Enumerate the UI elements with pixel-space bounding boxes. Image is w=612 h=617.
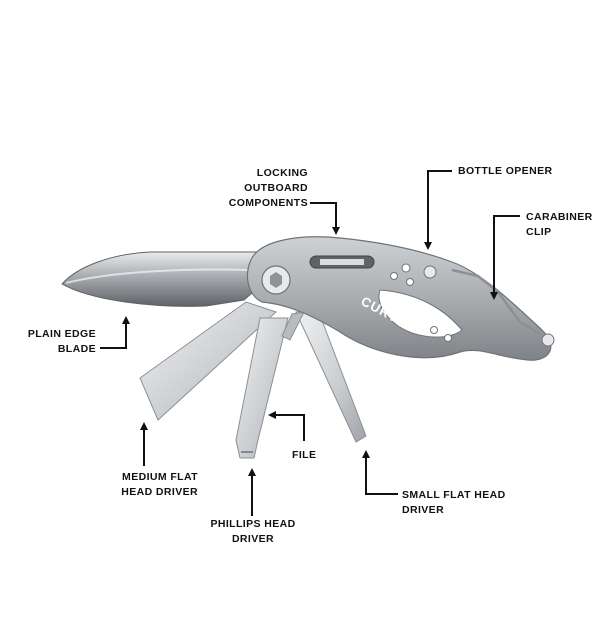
handle-frame: CURVE: [246, 236, 555, 361]
label-small-flat-head-driver: SMALL FLAT HEAD DRIVER: [402, 489, 506, 516]
label-plain-edge-blade: PLAIN EDGE BLADE: [27, 328, 96, 355]
label-bottle-opener: BOTTLE OPENER: [458, 165, 553, 177]
arrow-carabiner: [490, 215, 520, 300]
label-medium-flat-head-driver: MEDIUM FLAT HEAD DRIVER: [121, 471, 198, 498]
arrow-bottle-opener: [424, 170, 452, 250]
file-tool: [281, 311, 305, 341]
label-carabiner-clip: CARABINER CLIP: [526, 211, 593, 238]
arrow-small-flat: [362, 450, 398, 495]
phillips-head-driver-tool: [235, 317, 289, 459]
carabiner-clip: [451, 268, 541, 336]
arrow-plain-edge: [100, 316, 130, 349]
label-locking-outboard-components: LOCKING OUTBOARD COMPONENTS: [228, 167, 308, 209]
label-file: FILE: [292, 449, 317, 461]
callout-arrows: [100, 170, 520, 516]
arrow-file: [268, 411, 305, 441]
label-phillips-head-driver: PHILLIPS HEAD DRIVER: [210, 518, 296, 545]
medium-flat-head-driver-tool: [139, 301, 277, 421]
arrow-locking: [310, 202, 340, 235]
plain-edge-blade: [61, 251, 263, 307]
